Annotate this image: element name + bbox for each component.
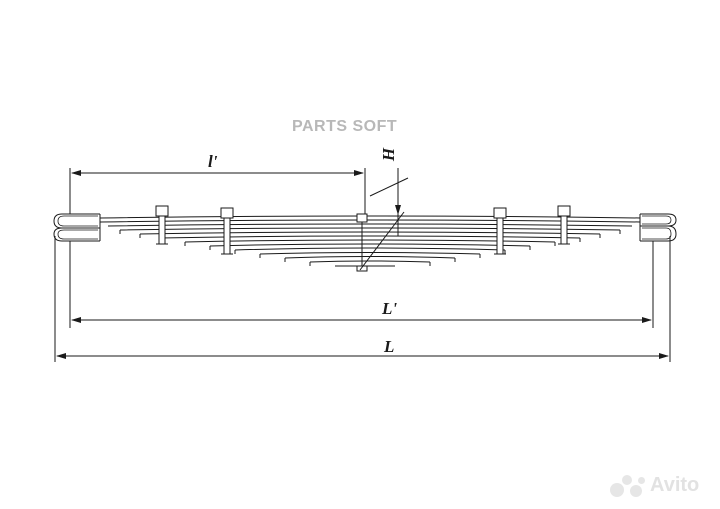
label-height: H — [379, 147, 399, 162]
clip-right-inner — [493, 207, 507, 255]
watermark: PARTS SOFT — [292, 118, 398, 135]
avito-logo-text: Avito — [650, 474, 700, 496]
clip-left-outer — [155, 205, 169, 245]
avito-logo: Avito — [610, 474, 699, 497]
spring-leaves — [99, 215, 641, 267]
section-line — [359, 211, 405, 271]
label-total-length: L — [384, 337, 395, 356]
clip-right-outer — [557, 205, 571, 245]
label-half-span: l' — [208, 152, 218, 171]
clip-left-inner — [220, 207, 234, 255]
label-span: L' — [382, 299, 398, 318]
left-eye — [53, 213, 101, 242]
center-bolt — [356, 213, 368, 272]
right-eye — [639, 213, 677, 242]
height-leader-2 — [369, 177, 409, 197]
avito-dots-icon — [610, 474, 646, 497]
